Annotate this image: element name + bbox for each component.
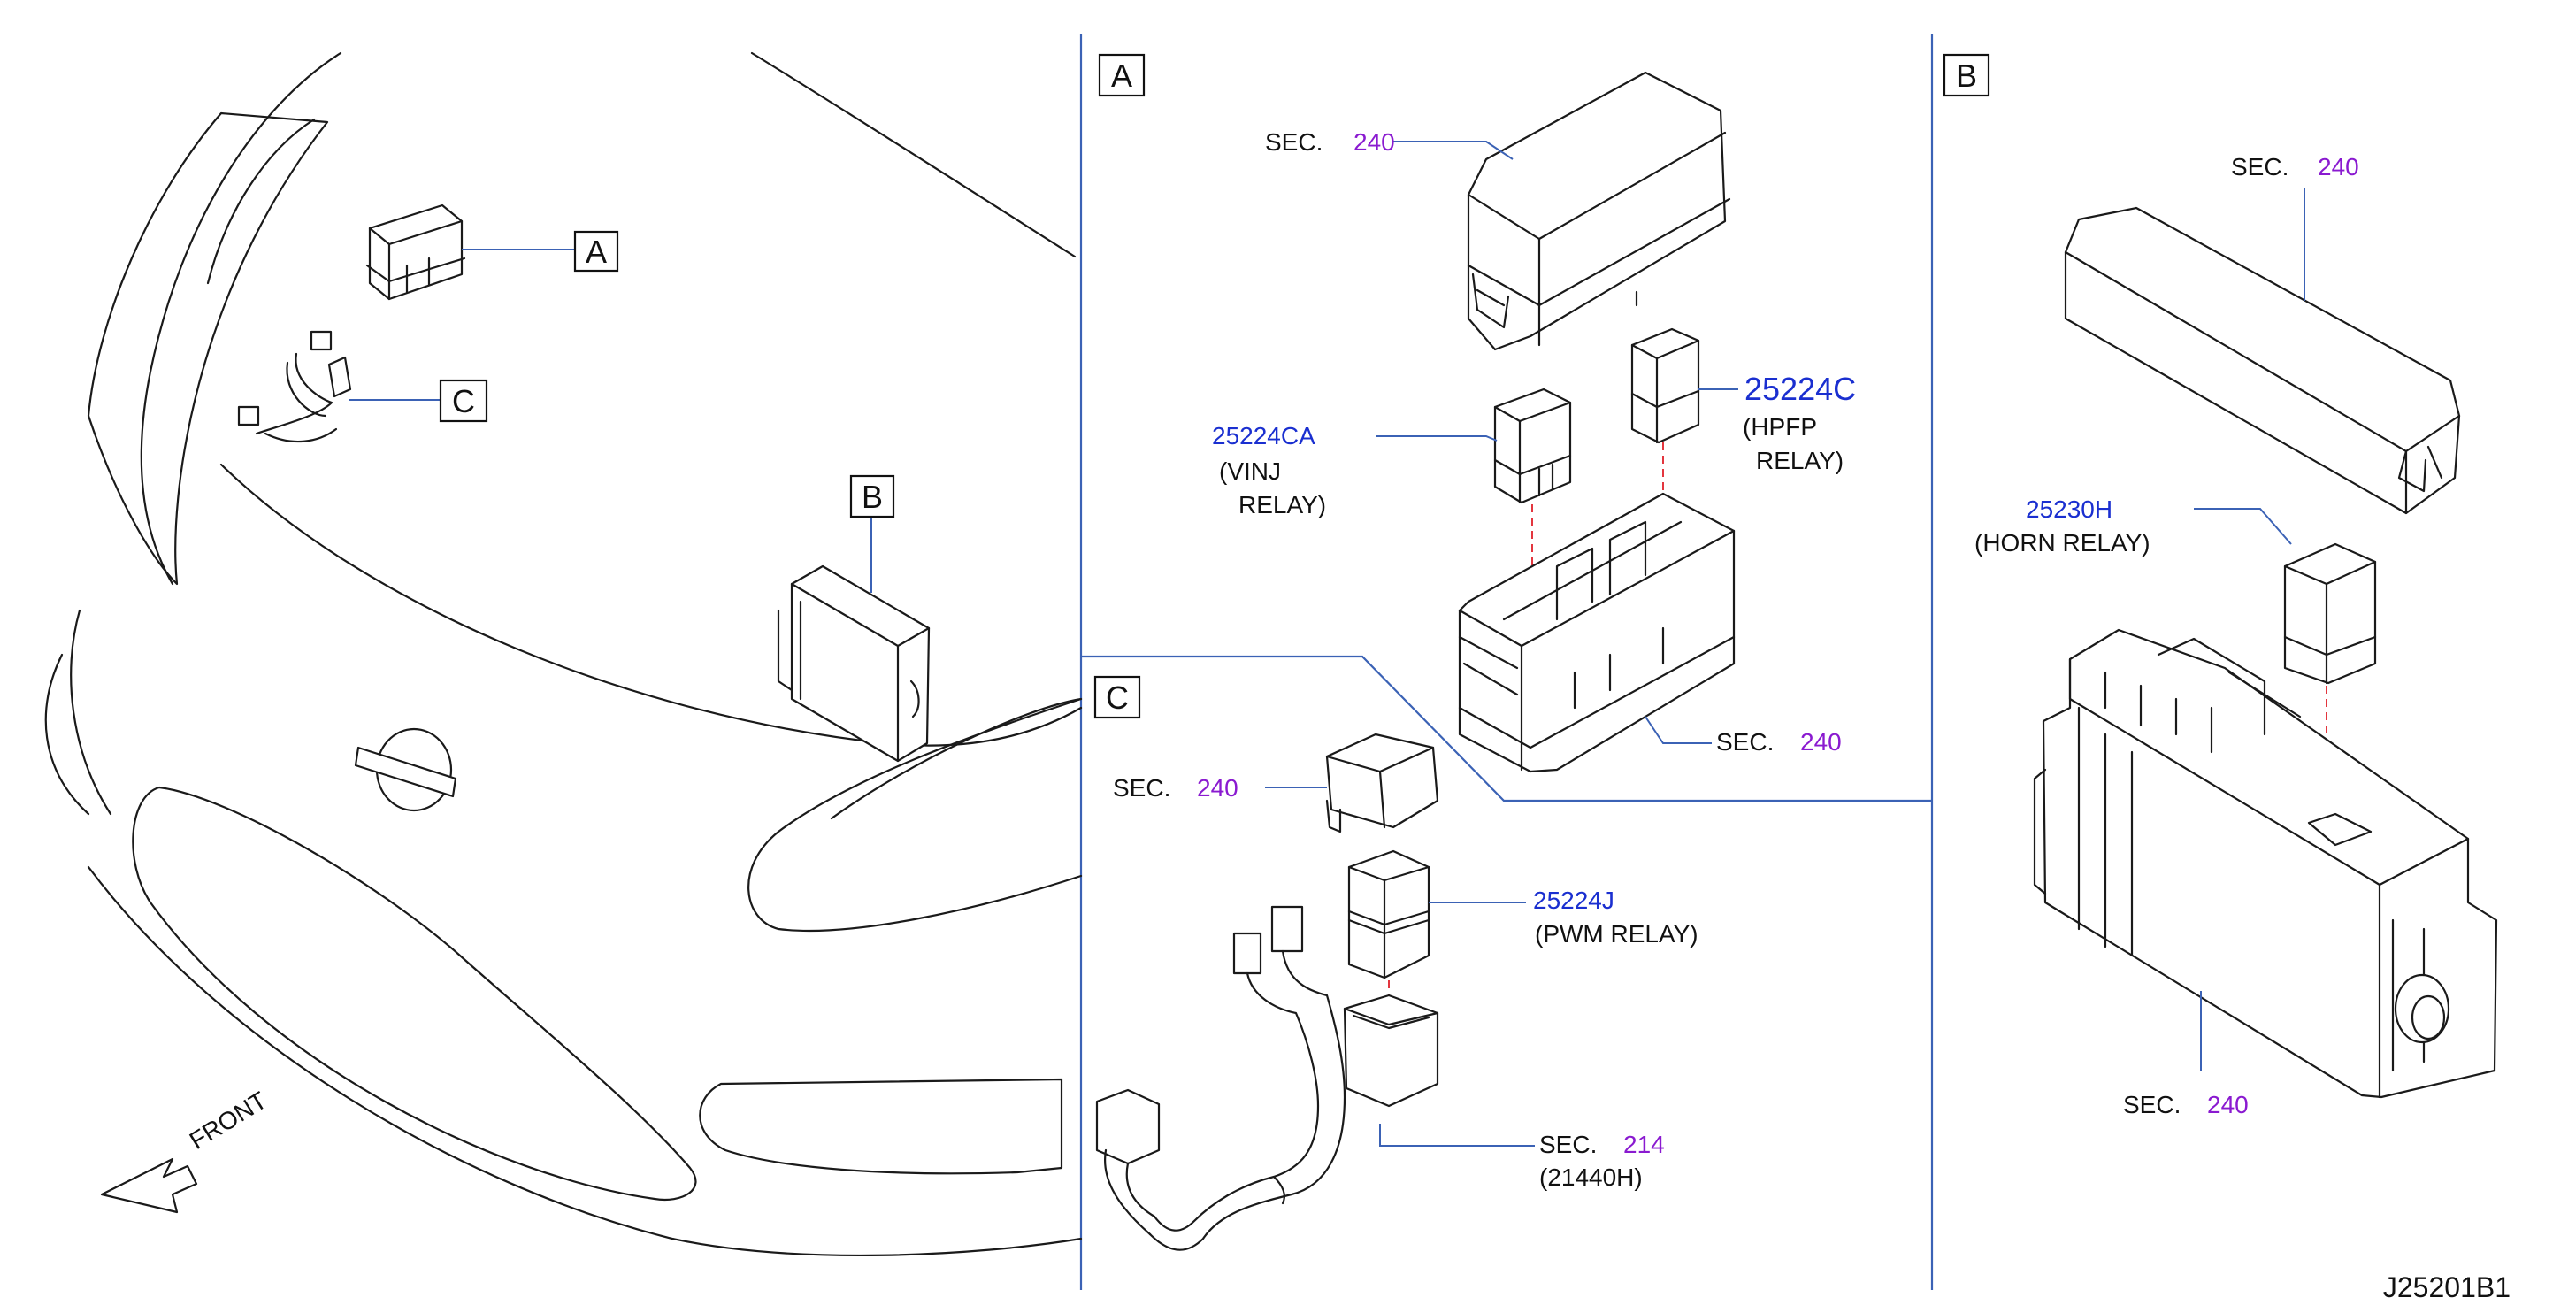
panel-c-relay-pwm [1347, 849, 1430, 979]
callout-b-box [849, 474, 895, 518]
panel-b-relay-horn [2283, 542, 2377, 685]
panel-a-relay-hpfp-desc2: RELAY) [1756, 447, 1844, 474]
panel-b-tag-box [1943, 53, 1990, 97]
panel-c-tag: C [1106, 680, 1129, 716]
panel-a-relay-vinj-part: 25224CA [1212, 422, 1315, 449]
vehicle-front-outline [44, 51, 1083, 1257]
front-label: FRONT [185, 1086, 272, 1155]
callout-a-label: A [586, 234, 607, 270]
panel-a-cover [1467, 71, 1731, 351]
front-arrow-icon: FRONT [100, 1086, 272, 1214]
panel-c-tag-box [1093, 675, 1141, 719]
panel-c-cap-sec: SEC. [1113, 774, 1170, 802]
callout-a-box [573, 230, 619, 273]
panel-a-relay-hpfp-part: 25224C [1744, 371, 1856, 407]
panel-a-relay-block [1458, 492, 1736, 773]
panel-b-relay-desc: (HORN RELAY) [1974, 529, 2150, 557]
callout-b-label: B [862, 479, 883, 515]
emblem-icon [354, 727, 457, 812]
panel-a-tag: A [1111, 58, 1132, 94]
panel-b-block-sec: SEC. [2123, 1091, 2181, 1118]
diagram-id: J25201B1 [2383, 1271, 2511, 1303]
panel-c-cap-sec-num: 240 [1197, 774, 1238, 802]
panel-a: A SEC. 240 25224CA (VINJ RELAY) [1098, 53, 1856, 773]
callout-c-box [439, 379, 488, 423]
panel-b-cover [2064, 206, 2461, 515]
panel-b-block-sec-num: 240 [2207, 1091, 2249, 1118]
panel-c-relay-desc: (PWM RELAY) [1535, 920, 1698, 948]
panel-c-harness [1095, 905, 1439, 1251]
panel-b-cover-sec: SEC. [2231, 153, 2288, 180]
panel-b: B SEC. 240 25230H (HORN RELAY) [1943, 53, 2498, 1118]
panel-c-relay-part: 25224J [1533, 887, 1614, 914]
overview-part-b: B [777, 474, 931, 763]
panel-a-cover-sec-num: 240 [1353, 128, 1395, 156]
panel-b-tag: B [1956, 58, 1977, 94]
panel-separators [1079, 34, 1934, 1290]
panel-a-cover-sec: SEC. [1265, 128, 1322, 156]
panel-c-harness-part: (21440H) [1539, 1163, 1643, 1191]
panel-c-cap [1325, 733, 1439, 833]
panel-c-harness-sec-num: 214 [1623, 1131, 1665, 1158]
callout-c-label: C [452, 383, 475, 419]
overview-part-a: A [365, 203, 619, 301]
panel-b-fuse-block [2033, 628, 2498, 1099]
panel-a-relay-hpfp [1630, 327, 1700, 444]
panel-b-relay-part: 25230H [2026, 495, 2112, 523]
panel-a-relay-hpfp-desc1: (HPFP [1743, 413, 1817, 441]
panel-a-relay-vinj-desc1: (VINJ [1219, 457, 1281, 485]
panel-a-relay-vinj [1493, 388, 1572, 504]
panel-b-cover-sec-num: 240 [2318, 153, 2359, 180]
overview-part-c: C [237, 330, 488, 443]
panel-c: C SEC. 240 25224J (PWM RELAY) [1093, 675, 1698, 1251]
panel-a-block-sec-num: 240 [1800, 728, 1842, 756]
panel-a-tag-box [1098, 53, 1146, 97]
panel-c-harness-sec: SEC. [1539, 1131, 1597, 1158]
panel-a-block-sec: SEC. [1716, 728, 1774, 756]
panel-a-relay-vinj-desc2: RELAY) [1238, 491, 1326, 518]
